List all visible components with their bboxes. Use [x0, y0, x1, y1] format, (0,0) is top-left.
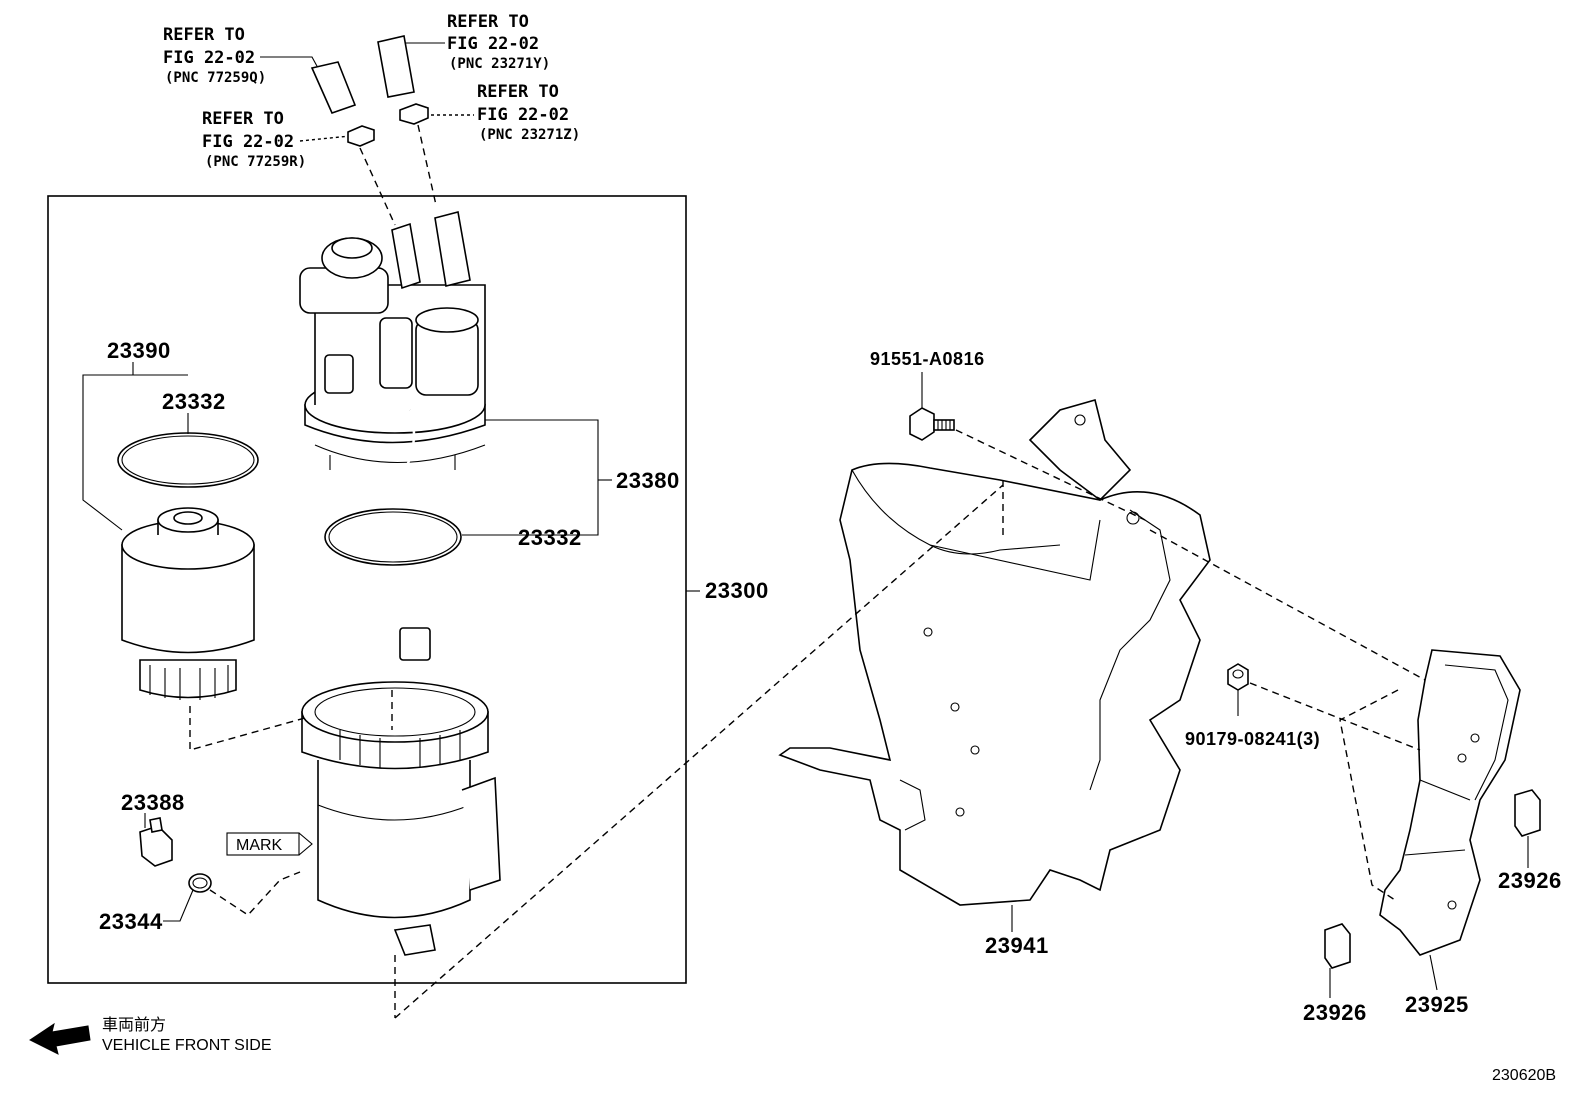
svg-text:VEHICLE FRONT SIDE: VEHICLE FRONT SIDE	[102, 1037, 272, 1054]
part-23332-left: 23332	[162, 389, 226, 414]
part-23300: 23300	[705, 578, 769, 603]
svg-text:MARK: MARK	[236, 837, 283, 854]
filter-bowl	[301, 681, 501, 956]
ref-23271y: REFER TO FIG 22-02 (PNC 23271Y)	[405, 12, 550, 72]
o-ring-right	[324, 508, 462, 566]
ref-77259q: REFER TO FIG 22-02 (PNC 77259Q)	[163, 25, 319, 86]
svg-text:(PNC 23271Y): (PNC 23271Y)	[449, 56, 550, 72]
svg-text:車両前方: 車両前方	[102, 1016, 166, 1034]
assembly-box	[47, 195, 687, 984]
ref-77259r: REFER TO FIG 22-02 (PNC 77259R)	[202, 109, 351, 170]
nut-90179	[1227, 663, 1249, 716]
part-23390: 23390	[107, 338, 171, 363]
ref-23271z: REFER TO FIG 22-02 (PNC 23271Z)	[425, 82, 580, 143]
svg-text:(PNC 77259Q): (PNC 77259Q)	[165, 70, 266, 86]
part-23380: 23380	[616, 468, 680, 493]
small-o-ring-23344	[188, 873, 212, 893]
front-indicator: 車両前方 VEHICLE FRONT SIDE	[29, 1016, 272, 1055]
svg-text:FIG 22-02: FIG 22-02	[447, 34, 539, 54]
part-23388: 23388	[121, 790, 185, 815]
assembly-dashes	[394, 429, 1426, 1019]
o-ring-left	[117, 432, 259, 488]
svg-text:REFER TO: REFER TO	[477, 82, 559, 102]
heat-shield-23925	[1379, 649, 1521, 991]
part-23926-right: 23926	[1498, 868, 1562, 893]
part-23332-right: 23332	[518, 525, 582, 550]
filter-element-23390	[121, 507, 255, 700]
svg-text:REFER TO: REFER TO	[447, 12, 529, 32]
bolt-91551	[909, 372, 955, 441]
svg-text:REFER TO: REFER TO	[202, 109, 284, 129]
part-23344: 23344	[99, 909, 163, 934]
part-91551: 91551-A0816	[870, 349, 985, 369]
part-23926-left: 23926	[1303, 1000, 1367, 1025]
svg-text:FIG 22-02: FIG 22-02	[202, 132, 294, 152]
filter-head-23380	[299, 211, 486, 470]
part-90179: 90179-08241(3)	[1185, 729, 1320, 749]
svg-text:FIG 22-02: FIG 22-02	[477, 105, 569, 125]
part-23925: 23925	[1405, 992, 1469, 1017]
connector	[399, 627, 431, 661]
hose-pipes	[310, 35, 437, 226]
left-arrow-icon	[29, 1022, 91, 1055]
svg-text:REFER TO: REFER TO	[163, 25, 245, 45]
svg-text:(PNC 77259R): (PNC 77259R)	[205, 154, 306, 170]
svg-text:(PNC 23271Z): (PNC 23271Z)	[479, 127, 580, 143]
bracket-23941	[778, 399, 1211, 932]
mark-callout: MARK	[226, 832, 313, 856]
clip-23926-left	[1324, 923, 1351, 998]
part-23941: 23941	[985, 933, 1049, 958]
svg-text:FIG 22-02: FIG 22-02	[163, 48, 255, 68]
leader-lines	[82, 362, 700, 922]
drain-plug-23388	[139, 817, 173, 867]
figure-id: 230620B	[1492, 1067, 1556, 1084]
clip-23926-right	[1514, 789, 1541, 868]
